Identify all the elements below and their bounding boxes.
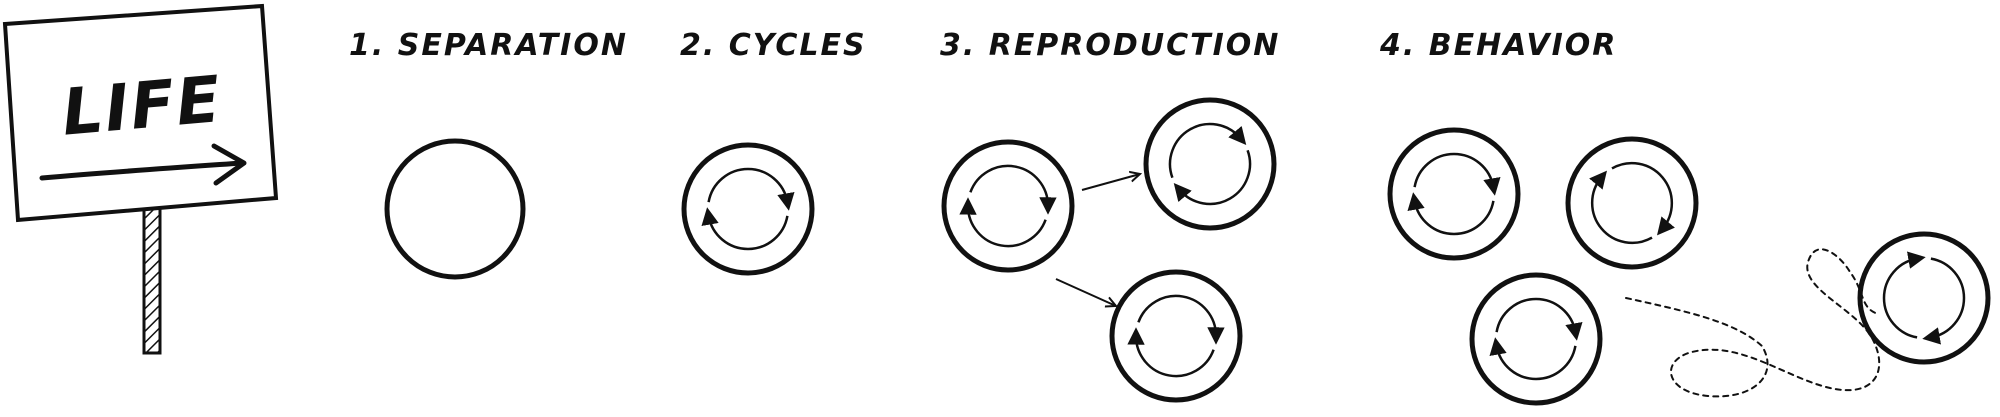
behavior-cell-2 [1565,136,1699,270]
cycle-arrows-icon [1127,294,1225,378]
behavior-cell-3 [1469,272,1603,406]
cycle-arc [1407,192,1495,236]
cycle-arc [1168,122,1247,179]
cell-membrane [1469,272,1603,406]
cell-group [681,97,1991,406]
cycle-arc [969,164,1057,215]
behavior-cell-1 [1387,127,1521,261]
separation-cell [384,138,526,280]
sign-text: LIFE [59,63,225,151]
cycle-arc [701,207,789,251]
cycle-arc [1882,251,1926,339]
reproduction-child-2 [1109,269,1243,403]
reproduction-parent [941,139,1075,273]
cell-membrane [1857,231,1991,365]
reproduction-arrow-up [1081,174,1140,191]
cell-membrane [1109,269,1243,403]
cycle-arc [1589,170,1653,245]
stage-label-cycles: 2. CYCLES [680,28,867,63]
stage-label-behavior: 4. BEHAVIOR [1379,28,1617,63]
cycle-arrows-icon [701,167,795,251]
life-signpost: LIFE [2,3,279,355]
cell-membrane [1143,97,1277,231]
cycle-arc [1127,327,1215,378]
cycle-arc [959,197,1047,248]
cell-membrane [1387,127,1521,261]
cycle-arrows-icon [959,164,1057,248]
cycle-arrows-icon [1882,251,1966,345]
sign-arrow-icon [39,143,247,186]
cell-membrane [941,139,1075,273]
stage-label-separation: 1. SEPARATION [349,28,628,63]
cycle-arc [707,167,795,211]
cell-membrane [681,142,815,276]
cycle-arc [1173,149,1252,206]
cycle-arrows-icon [1407,152,1501,236]
cycle-arc [1489,337,1577,381]
stage-label-reproduction: 3. REPRODUCTION [940,28,1280,63]
cycles-cell [681,142,815,276]
movement-trail [1625,248,1881,398]
cell-membrane [1565,136,1699,270]
cycle-arrows-icon [1589,161,1675,245]
cycle-arrows-icon [1168,122,1252,206]
reproduction-child-1 [1143,97,1277,231]
cycle-arc [1137,294,1225,345]
cycle-arc [1413,152,1501,196]
sign-post [142,203,162,355]
reproduction-arrow-down [1055,278,1116,306]
cycle-arc [1611,161,1675,236]
cycle-arc [1922,257,1966,345]
cycle-arc [1495,297,1583,341]
cycle-arrows-icon [1489,297,1583,381]
behavior-cell-4 [1857,231,1991,365]
